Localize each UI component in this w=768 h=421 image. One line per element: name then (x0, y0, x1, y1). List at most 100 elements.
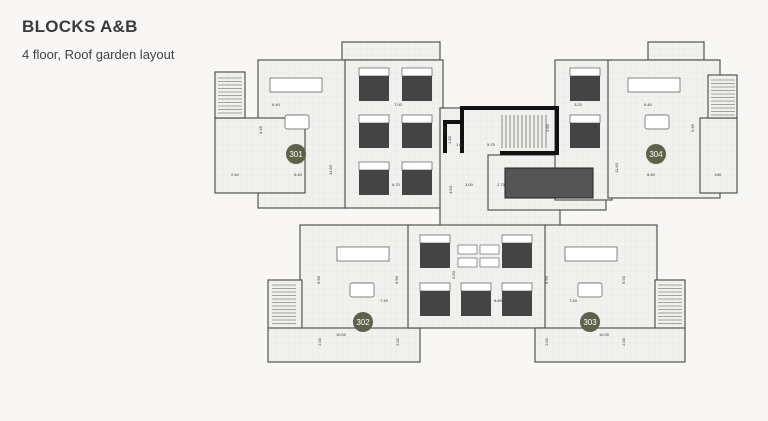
dimension-label: 6.90 (316, 275, 321, 284)
dining-table (644, 114, 670, 130)
bed (401, 161, 433, 195)
dining-table (349, 282, 375, 298)
bed-pillow (419, 234, 451, 244)
bed-pillow (460, 282, 492, 292)
bed (569, 114, 601, 148)
desk (457, 257, 478, 268)
dimension-label: 6.40 (647, 172, 656, 177)
dimension-label: 6.90 (394, 275, 399, 284)
dimension-label: 10.00 (336, 332, 347, 337)
dimension-label: 5.70 (487, 142, 496, 147)
unit-badge-circle (353, 312, 373, 332)
unit-badge-circle (286, 144, 306, 164)
core-walls (443, 106, 559, 155)
kitchen-island (336, 246, 390, 262)
unit-badge-304: 304 (646, 144, 666, 164)
stair-left-bottom (267, 279, 303, 331)
dimension-label: 6.90 (621, 275, 626, 284)
unit-303-balcony (534, 327, 686, 363)
dimension-label: 10.00 (599, 332, 610, 337)
bed (419, 282, 451, 316)
unit-badge-301: 301 (286, 144, 306, 164)
unit-302-balcony (267, 327, 421, 363)
kitchen-island (269, 77, 323, 93)
unit-badge-302: 302 (353, 312, 373, 332)
bed-pillow (358, 67, 390, 77)
bed-frame (359, 122, 389, 148)
bed-pillow (358, 114, 390, 124)
bed-frame (420, 242, 450, 268)
bed (501, 234, 533, 268)
bed-frame (359, 169, 389, 195)
bed-pillow (401, 161, 433, 171)
dimension-label: 7.40 (380, 298, 389, 303)
storage-units (504, 167, 594, 199)
bed-pillow (358, 161, 390, 171)
dimension-label: 7.00 (394, 102, 403, 107)
bed-pillow (501, 234, 533, 244)
bed (569, 67, 601, 101)
dimension-label: 8.85 (494, 298, 503, 303)
furniture (269, 67, 681, 316)
unit-badge-303: 303 (580, 312, 600, 332)
bed-frame (402, 122, 432, 148)
bed (501, 282, 533, 316)
dimension-label: 2.75 (497, 182, 506, 187)
dimension-label: 2.40 (231, 172, 240, 177)
bed-frame (502, 242, 532, 268)
bed-frame (502, 290, 532, 316)
unit-number: 304 (649, 150, 663, 159)
page-subtitle: 4 floor, Roof garden layout (22, 47, 175, 62)
bed (358, 114, 390, 148)
top-balcony-right (647, 41, 705, 61)
dimension-label: 3.00 (465, 182, 474, 187)
kitchen-island (564, 246, 618, 262)
bed-frame (402, 75, 432, 101)
dimension-label: 240 (715, 172, 722, 177)
bed-frame (570, 75, 600, 101)
bed (419, 234, 451, 268)
bed-pillow (419, 282, 451, 292)
dimension-label: 2.00 (395, 337, 400, 346)
bed-pillow (401, 67, 433, 77)
bed-pillow (569, 114, 601, 124)
bed-frame (420, 290, 450, 316)
dining-table (284, 114, 310, 130)
dimension-label: 2.65 (545, 123, 550, 132)
bed-pillow (501, 282, 533, 292)
bed-pillow (401, 114, 433, 124)
unit-number: 303 (583, 318, 597, 327)
bed (401, 67, 433, 101)
desk (479, 257, 500, 268)
stair-left-top (214, 71, 246, 119)
desk (479, 244, 500, 255)
unit-304-terrace (699, 117, 738, 194)
dimension-label: 9.45 (690, 123, 695, 132)
dimension-label: 6.40 (272, 102, 281, 107)
dimension-label: 11.60 (614, 162, 619, 172)
bed (460, 282, 492, 316)
dimension-label: 6.40 (294, 172, 303, 177)
dimension-label: 7.40 (569, 298, 578, 303)
bed-frame (461, 290, 491, 316)
bed-pillow (569, 67, 601, 77)
unit-badge-circle (580, 312, 600, 332)
bed (358, 161, 390, 195)
dimension-label: 3.20 (574, 102, 583, 107)
unit-badges: 301 304 302 303 (286, 144, 666, 332)
dimension-label: 1.50 (447, 135, 452, 144)
core-wall (443, 106, 559, 155)
dimension-label: 2.00 (544, 337, 549, 346)
desk (457, 244, 478, 255)
unit-number: 302 (356, 318, 370, 327)
dimension-label: 9.65 (442, 125, 447, 134)
unit-badge-circle (646, 144, 666, 164)
dining-table (577, 282, 603, 298)
kitchen-island (627, 77, 681, 93)
bed-frame (570, 122, 600, 148)
bed-frame (359, 75, 389, 101)
unit-number: 301 (289, 150, 303, 159)
dimension-label: 6.50 (451, 270, 456, 279)
top-balcony-left (341, 41, 441, 61)
